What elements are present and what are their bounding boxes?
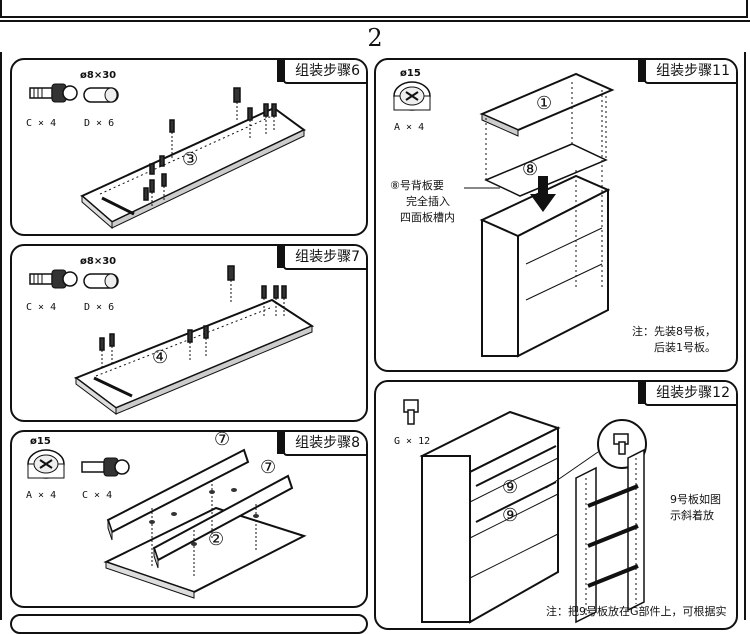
step6-part1-qty: C × 4: [26, 118, 57, 129]
step8-board-number-base: ②: [208, 529, 225, 550]
step8-part1-dim: ø15: [30, 436, 51, 447]
step11-board-number-top: ①: [536, 93, 553, 114]
step7-part2-qty: D × 6: [84, 302, 115, 313]
step8-board-number-rail-a: ⑦: [214, 430, 231, 450]
step7-title: 组装步骤7: [277, 246, 366, 270]
cam-bolt-icon: [81, 457, 130, 477]
step6-part2-qty: D × 6: [84, 118, 115, 129]
shelf-support-icon: [403, 399, 419, 425]
step12-panel: 组装步骤12 G × 12 ⑨ ⑨ 9号板如图: [374, 380, 738, 630]
cam-bolt-icon: [29, 83, 78, 103]
cam-bolt-icon: [29, 269, 78, 289]
cam-lock-icon: [27, 449, 65, 479]
step8-title: 组装步骤8: [277, 432, 366, 456]
right-border: [744, 52, 746, 620]
step12-board-number-2: ⑨: [502, 505, 519, 526]
step8-part2-qty: C × 4: [82, 490, 113, 501]
step6-part2-dim: ø8×30: [80, 70, 117, 81]
step11-part1-qty: A × 4: [394, 122, 425, 133]
step7-part2-dim: ø8×30: [80, 256, 117, 267]
next-step-panel-top: [10, 614, 368, 634]
dowel-icon: [83, 87, 119, 103]
arrow-down-icon: [530, 176, 556, 212]
step11-note: 注：先装8号板， 后装1号板。: [632, 325, 716, 354]
step8-illustration: [27, 448, 307, 599]
step8-panel: 组装步骤8 ø15 A × 4 C × 4 ⑦ ⑦ ②: [10, 430, 368, 608]
step12-illustration: [403, 399, 647, 624]
step12-note: 注：把9号板放在G部件上，可根据实: [546, 605, 727, 618]
step8-part1-qty: A × 4: [26, 490, 57, 501]
step6-title: 组装步骤6: [277, 60, 366, 84]
dowel-icon: [83, 273, 119, 289]
cam-lock-icon: [393, 81, 431, 111]
step11-part1-dim: ø15: [400, 68, 421, 79]
step7-board-number: ④: [152, 347, 169, 368]
step8-board-number-rail-b: ⑦: [260, 457, 277, 478]
step11-title: 组装步骤11: [638, 60, 736, 84]
step11-board-number-back: ⑧: [522, 159, 539, 180]
step7-panel: 组装步骤7 ø8×30 C × 4 D × 6 ④: [10, 244, 368, 422]
step12-board-number-1: ⑨: [502, 477, 519, 498]
back-panel-8: [484, 143, 608, 197]
step12-part1-qty: G × 12: [394, 436, 431, 447]
step6-panel: 组装步骤6 ø8×30 C × 4 D: [10, 58, 368, 236]
page-number: 2: [367, 24, 383, 52]
step11-callout: ⑧号背板要 完全插入 四面板槽内: [390, 179, 455, 224]
step12-callout: 9号板如图 示斜着放: [670, 493, 721, 522]
step11-panel: 组装步骤11 ø15 A × 4 ① ⑧ ⑧号背板要 完全插入 四面板槽内: [374, 58, 738, 372]
top-divider: [0, 20, 750, 22]
step7-illustration: [29, 265, 315, 415]
step11-illustration: [393, 72, 615, 358]
previous-section-frame: [0, 0, 748, 18]
step12-title: 组装步骤12: [638, 382, 736, 406]
left-border: [0, 52, 2, 620]
step7-part1-qty: C × 4: [26, 302, 57, 313]
step6-illustration: [29, 83, 306, 230]
step6-board-number: ③: [182, 149, 199, 170]
board-4: [73, 298, 315, 410]
cabinet-side: [481, 219, 519, 357]
